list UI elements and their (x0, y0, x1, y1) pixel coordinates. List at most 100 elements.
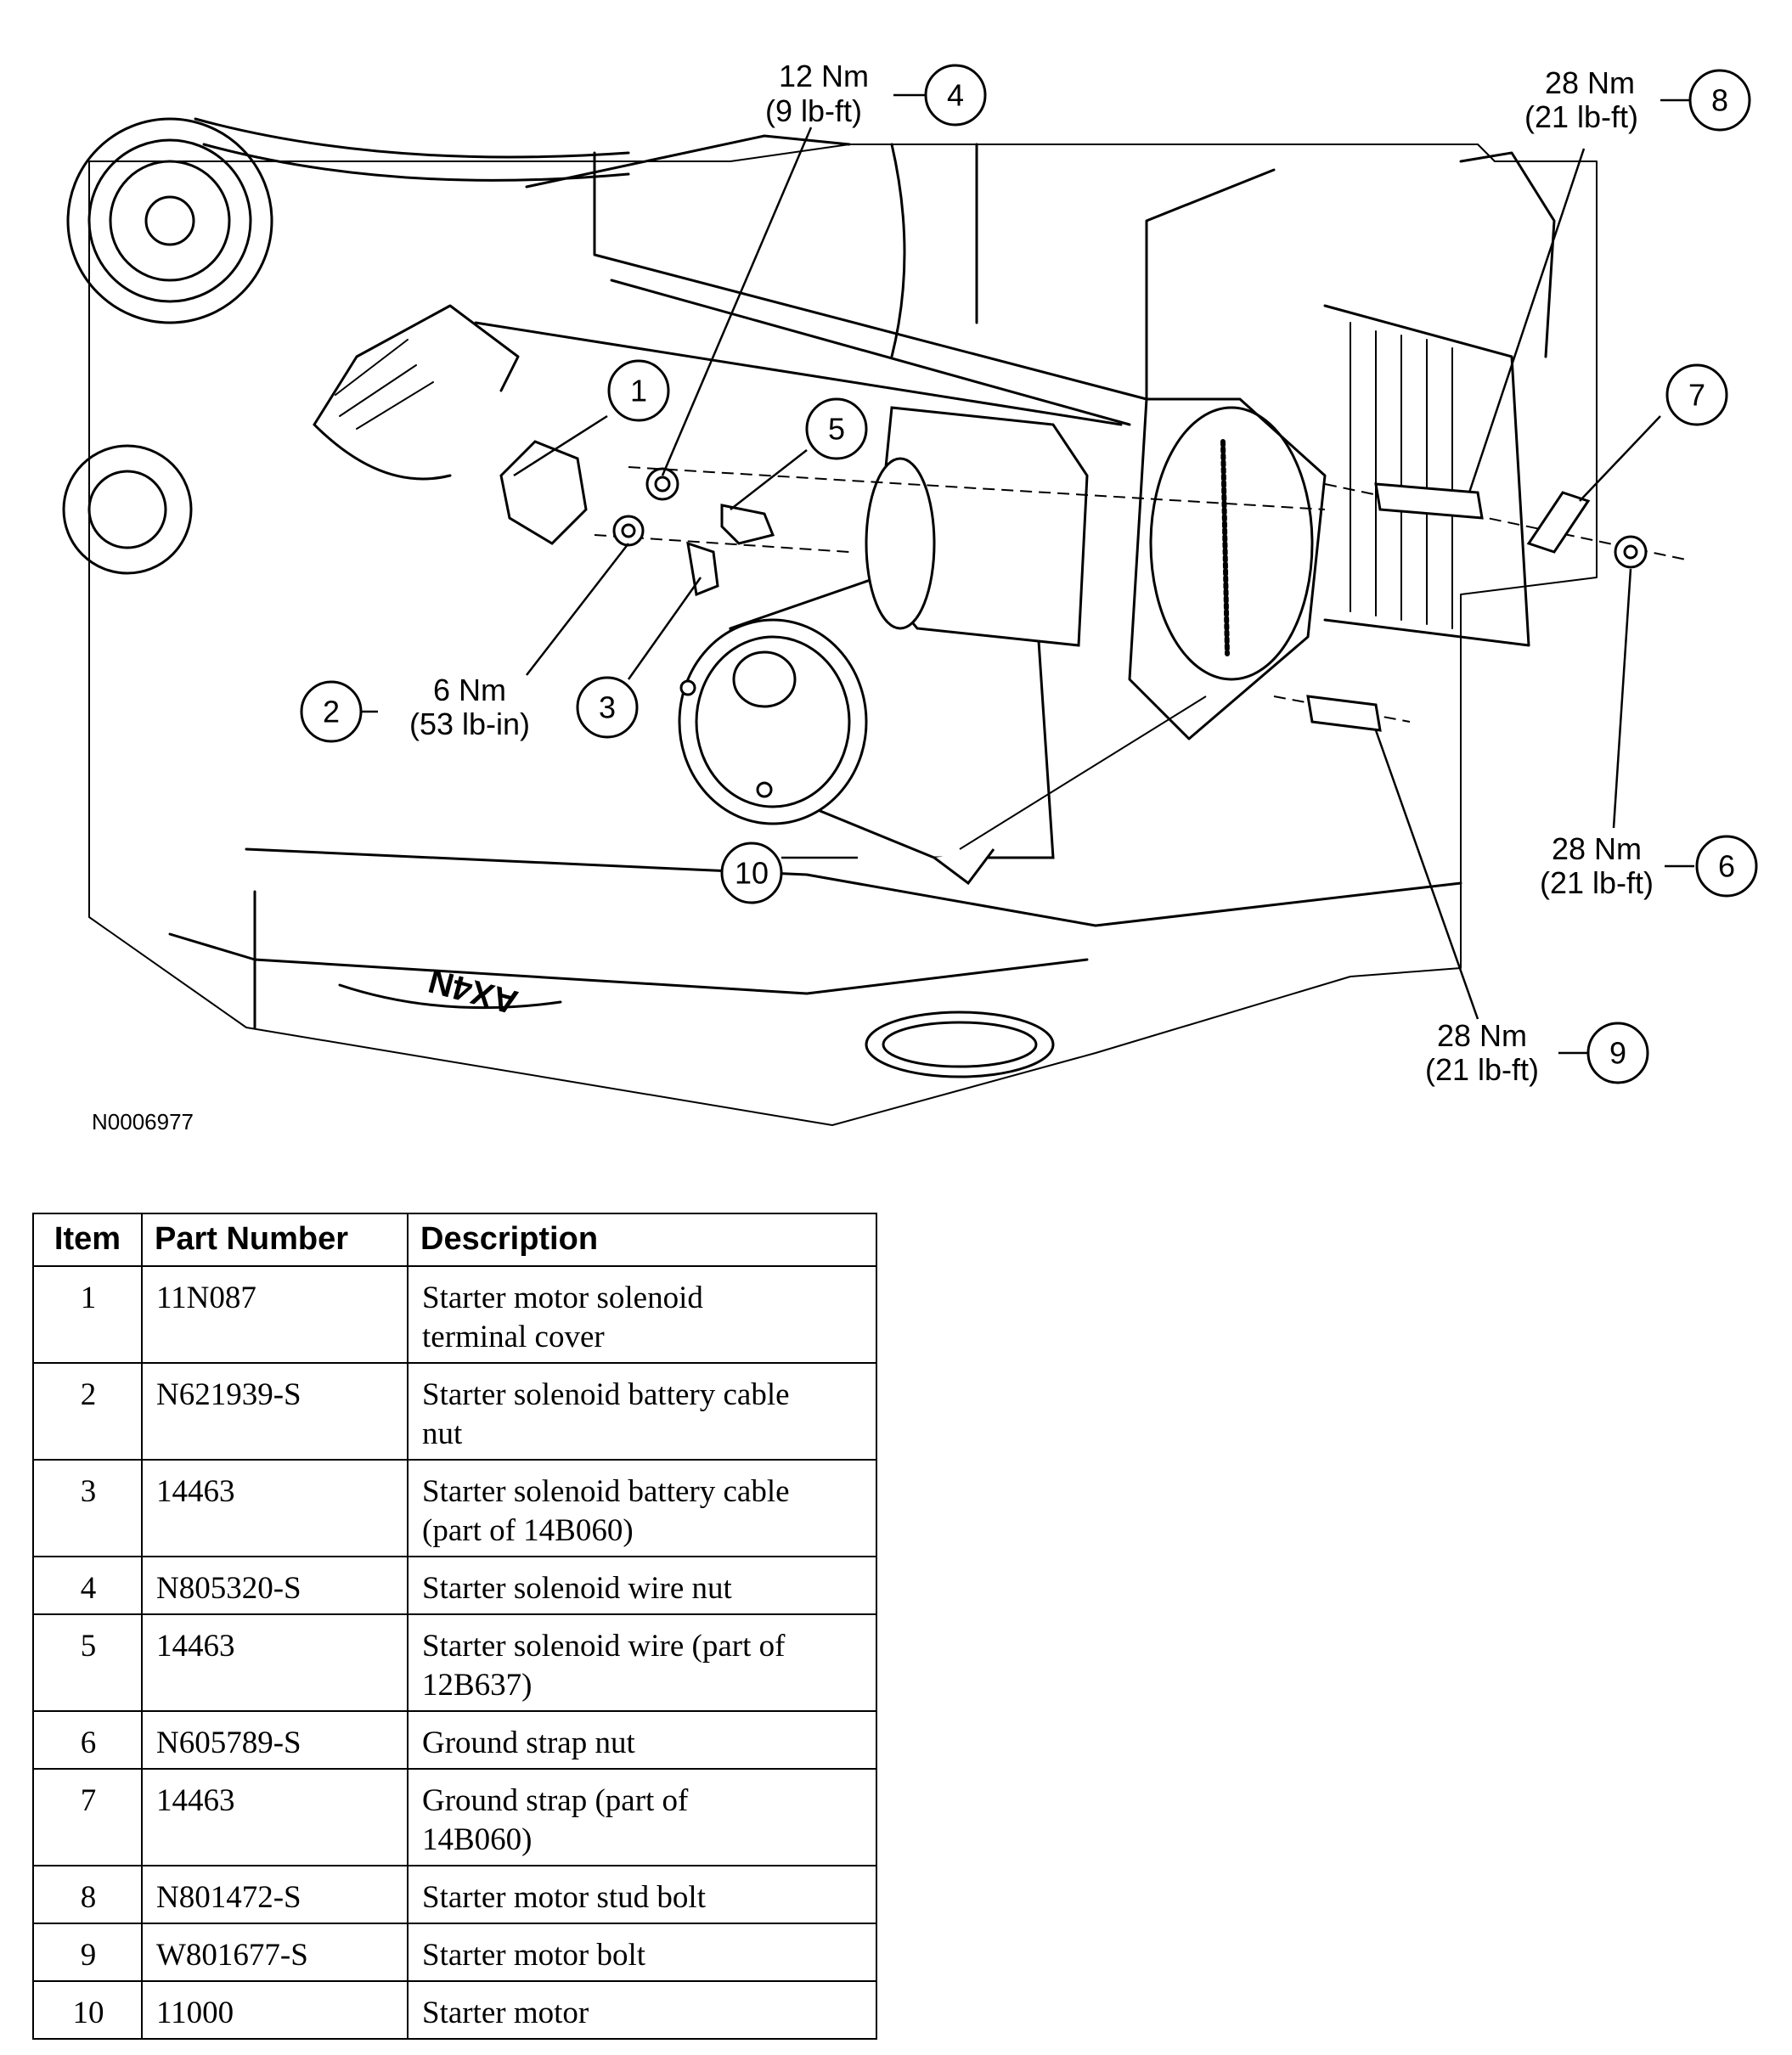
cell-description: Ground strap (part of 14B060) (407, 1768, 877, 1866)
callout-number-5: 5 (828, 412, 845, 447)
callout-numbers: 1 2 3 4 5 6 7 8 9 10 (323, 78, 1735, 1071)
cell-part-number: 14463 (141, 1613, 409, 1712)
cell-description: Starter solenoid wire (part of 12B637) (407, 1613, 877, 1712)
cell-item: 3 (32, 1459, 143, 1557)
callout-circle-10 (720, 842, 783, 904)
callout-circle-2 (300, 680, 363, 743)
description-line: Starter solenoid wire (part of (422, 1629, 786, 1664)
description-line: terminal cover (422, 1320, 605, 1354)
cell-part-number: N805320-S (141, 1556, 409, 1615)
cell-description: Starter solenoid battery cable nut (407, 1362, 877, 1461)
header-description: Description (407, 1213, 877, 1267)
callout-circle-3 (576, 676, 639, 739)
description-line: Starter solenoid battery cable (422, 1474, 790, 1509)
description-line: (part of 14B060) (422, 1513, 634, 1548)
cell-item: 7 (32, 1768, 143, 1866)
svg-text:AX4N: AX4N (425, 961, 521, 1021)
callout-circle-8 (1688, 69, 1751, 132)
cell-description: Starter solenoid battery cable (part of 1… (407, 1459, 877, 1557)
cell-part-number: N801472-S (141, 1865, 409, 1924)
callout-circle-9 (1586, 1022, 1649, 1084)
callout-circle-6 (1695, 835, 1758, 898)
torque-imperial-9: (21 lb-ft) (1425, 1052, 1539, 1087)
description-line: Starter motor solenoid (422, 1281, 703, 1315)
cell-item: 9 (32, 1923, 143, 1982)
cell-description: Ground strap nut (407, 1710, 877, 1770)
callout-number-10: 10 (735, 856, 769, 891)
callout-circle-4 (924, 64, 987, 127)
description-line: Starter motor stud bolt (422, 1880, 706, 1915)
cell-part-number: N621939-S (141, 1362, 409, 1461)
callout-number-2: 2 (323, 695, 340, 729)
header-part-number: Part Number (141, 1213, 409, 1267)
callout-number-1: 1 (630, 374, 647, 408)
torque-imperial-2: (53 lb-in) (409, 707, 530, 741)
cell-description: Starter motor bolt (407, 1923, 877, 1982)
figure-id: N0006977 (92, 1109, 194, 1134)
cell-part-number: 14463 (141, 1459, 409, 1557)
callout-leaders (344, 93, 1694, 1055)
engine-line-art: AX4N (62, 117, 1598, 1126)
fasteners (499, 440, 1691, 850)
description-line: Starter solenoid battery cable (422, 1377, 790, 1412)
cell-part-number: 14463 (141, 1768, 409, 1866)
torque-metric-4: 12 Nm (779, 59, 869, 93)
callout-circle-7 (1665, 363, 1728, 426)
cell-item: 2 (32, 1362, 143, 1461)
callout-number-8: 8 (1711, 83, 1728, 118)
torque-imperial-8: (21 lb-ft) (1524, 99, 1638, 134)
cell-item: 6 (32, 1710, 143, 1770)
description-line: 14B060) (422, 1822, 533, 1857)
cell-part-number: 11N087 (141, 1265, 409, 1364)
torque-labels: 12 Nm (9 lb-ft) 28 Nm (21 lb-ft) 6 Nm (5… (409, 59, 1654, 1087)
description-line: Starter motor bolt (422, 1938, 646, 1973)
callout-number-4: 4 (947, 78, 964, 113)
starter-motor (678, 406, 1089, 886)
cell-item: 1 (32, 1265, 143, 1364)
description-line: Starter motor (422, 1996, 589, 2030)
callout-circle-5 (805, 397, 868, 460)
callout-number-9: 9 (1609, 1036, 1626, 1071)
cell-description: Starter motor solenoid terminal cover (407, 1265, 877, 1364)
callout-number-7: 7 (1688, 378, 1705, 413)
description-line: Ground strap (part of (422, 1783, 689, 1818)
cell-item: 10 (32, 1980, 143, 2040)
description-line: Starter solenoid wire nut (422, 1571, 732, 1606)
callout-number-6: 6 (1718, 849, 1735, 884)
torque-metric-2: 6 Nm (433, 673, 506, 707)
callout-circles (300, 64, 1758, 1084)
torque-metric-6: 28 Nm (1552, 831, 1642, 866)
cell-description: Starter motor (407, 1980, 877, 2040)
callout-number-3: 3 (599, 690, 616, 725)
torque-metric-8: 28 Nm (1545, 65, 1635, 100)
description-line: Ground strap nut (422, 1726, 635, 1760)
torque-imperial-4: (9 lb-ft) (765, 93, 862, 128)
starter-motor-exploded-diagram: AX4N (62, 59, 1758, 1134)
torque-metric-9: 28 Nm (1437, 1018, 1527, 1053)
torque-imperial-6: (21 lb-ft) (1540, 865, 1654, 900)
cell-item: 4 (32, 1556, 143, 1615)
cell-item: 5 (32, 1613, 143, 1712)
cell-part-number: 11000 (141, 1980, 409, 2040)
callout-circle-1 (607, 359, 670, 422)
description-line: nut (422, 1416, 463, 1451)
cell-description: Starter solenoid wire nut (407, 1556, 877, 1615)
cell-part-number: W801677-S (141, 1923, 409, 1982)
cell-part-number: N605789-S (141, 1710, 409, 1770)
description-line: 12B637) (422, 1668, 533, 1703)
cell-item: 8 (32, 1865, 143, 1924)
cell-description: Starter motor stud bolt (407, 1865, 877, 1924)
header-item: Item (32, 1213, 143, 1267)
